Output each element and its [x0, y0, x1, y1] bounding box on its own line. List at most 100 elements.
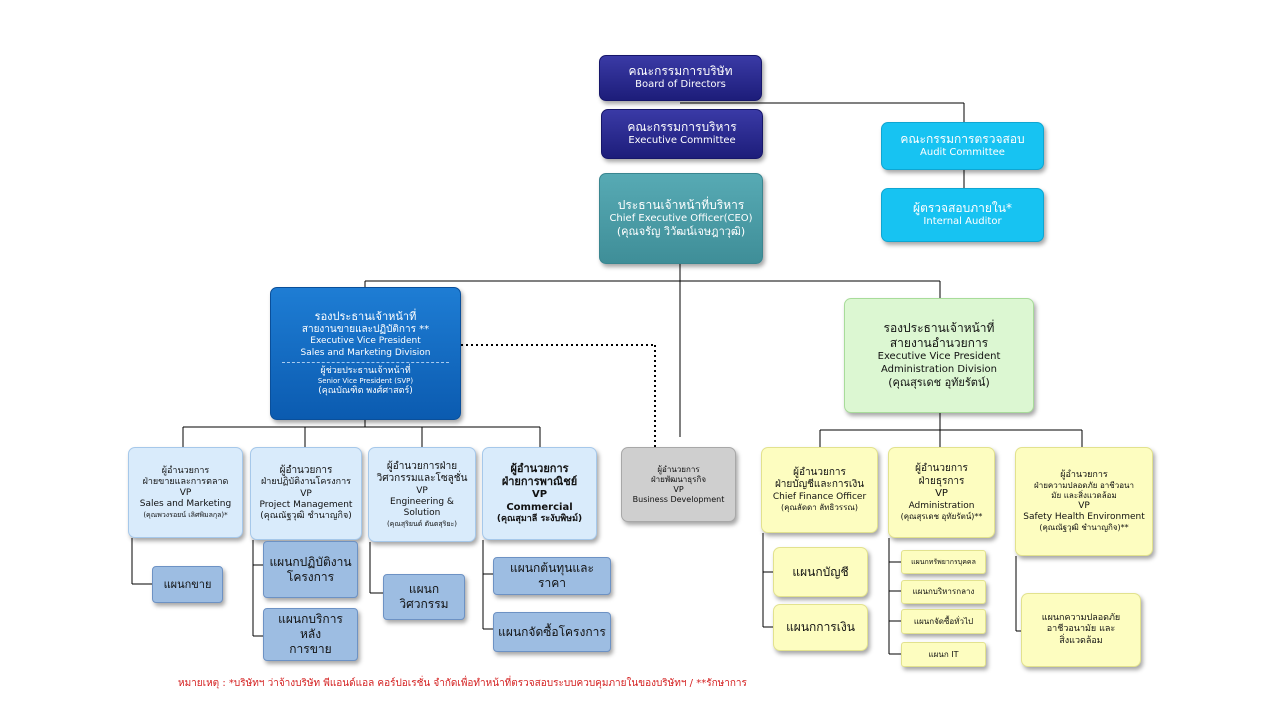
vp-com-th1: ผู้อำนวยการ: [510, 461, 569, 475]
vp-com-vp: VP: [531, 489, 548, 501]
board-of-directors-box: คณะกรรมการบริษัท Board of Directors: [599, 55, 762, 101]
dept-hr-label: แผนกทรัพยากรบุคคล: [911, 557, 976, 566]
dept-sales-box: แผนกขาย: [152, 566, 223, 603]
dept-project-ops-box: แผนกปฏิบัติงาน โครงการ: [263, 541, 358, 598]
dept-sales-label: แผนกขาย: [163, 577, 212, 591]
dept-ops-line1: แผนกปฏิบัติงาน: [269, 554, 352, 569]
vp-administration-box: ผู้อำนวยการ ฝ่ายธุรการ VP Administration…: [888, 447, 995, 538]
dept-she-line3: สิ่งแวดล้อม: [1059, 635, 1103, 646]
vp-fin-th1: ผู้อำนวยการ: [793, 466, 846, 478]
evp-sales-en1: Executive Vice President: [310, 336, 421, 347]
dept-general-purchasing-box: แผนกจัดซื้อทั่วไป: [901, 609, 986, 634]
evp-admin-name: (คุณสุรเดช อุทัยรัตน์): [888, 376, 990, 390]
svp-th: ผู้ช่วยประธานเจ้าหน้าที่: [320, 365, 411, 376]
vp-fin-name: (คุณลัดดา ลัทธิวรรณ): [781, 503, 858, 513]
dept-safety-box: แผนกความปลอดภัย อาชีวอนามัย และ สิ่งแวดล…: [1021, 593, 1141, 667]
dept-fin-label: แผนกการเงิน: [786, 620, 855, 634]
internal-th: ผู้ตรวจสอบภายใน*: [913, 201, 1012, 216]
vp-com-en: Commercial: [506, 501, 573, 513]
vp-pm-th2: ฝ่ายปฏิบัติงานโครงการ: [261, 477, 351, 488]
vp-sales-vp: VP: [179, 488, 192, 499]
board-th: คณะกรรมการบริษัท: [628, 64, 733, 79]
vp-adm-en: Administration: [908, 500, 975, 511]
dept-engineering-box: แผนก วิศวกรรม: [383, 574, 465, 620]
vp-com-th2: ฝ่ายการพาณิชย์: [501, 475, 578, 489]
dept-after-sales-box: แผนกบริการหลัง การขาย: [263, 608, 358, 661]
vp-safety-box: ผู้อำนวยการ ฝ่ายความปลอดภัย อาชีวอนา มัย…: [1015, 447, 1153, 556]
vp-she-name: (คุณณัฐวุฒิ ชำนาญกิจ)**: [1039, 523, 1129, 533]
vp-pm-th1: ผู้อำนวยการ: [279, 464, 333, 476]
dept-proc-label: แผนกจัดซื้อโครงการ: [498, 624, 606, 639]
dept-aftersales-line2: การขาย: [289, 642, 332, 656]
ceo-th: ประธานเจ้าหน้าที่บริหาร: [617, 197, 745, 212]
vp-fin-th2: ฝ่ายบัญชีและการเงิน: [774, 479, 865, 491]
audit-en: Audit Committee: [920, 147, 1005, 159]
vp-eng-th1: ผู้อำนวยการฝ่าย: [386, 460, 458, 472]
dept-it-box: แผนก IT: [901, 642, 986, 667]
vp-adm-th2: ฝ่ายธุรการ: [918, 475, 965, 487]
vp-pm-en: Project Management: [259, 499, 353, 510]
dept-central-label: แผนกบริหารกลาง: [912, 587, 975, 596]
dept-accounting-box: แผนกบัญชี: [773, 547, 868, 597]
dept-central-admin-box: แผนกบริหารกลาง: [901, 580, 986, 604]
vp-eng-th2: วิศวกรรมและโซลูชั่น: [376, 473, 468, 485]
vp-bd-th2: ฝ่ายพัฒนาธุรกิจ: [650, 474, 707, 484]
ceo-en: Chief Executive Officer(CEO): [609, 212, 753, 224]
evp-sales-divider: [282, 361, 449, 363]
vp-pm-name: (คุณณัฐวุฒิ ชำนาญกิจ): [260, 511, 352, 521]
vp-she-th1: ผู้อำนวยการ: [1060, 469, 1108, 480]
vp-she-th3: มัย และสิ่งแวดล้อม: [1051, 490, 1117, 500]
vp-adm-vp: VP: [935, 488, 948, 500]
audit-th: คณะกรรมการตรวจสอบ: [900, 132, 1025, 147]
vp-project-management-box: ผู้อำนวยการ ฝ่ายปฏิบัติงานโครงการ VP Pro…: [250, 447, 362, 540]
vp-sales-en: Sales and Marketing: [139, 499, 232, 510]
evp-admin-th1: รองประธานเจ้าหน้าที่: [883, 321, 995, 336]
evp-admin-th2: สายงานอำนวยการ: [889, 336, 989, 351]
svp-name: (คุณบัณฑิต พงศ์ศาสตร์): [318, 385, 413, 396]
evp-admin-box: รองประธานเจ้าหน้าที่ สายงานอำนวยการ Exec…: [844, 298, 1034, 413]
vp-eng-vp: VP: [416, 485, 428, 496]
footnote: หมายเหตุ : *บริษัทฯ ว่าจ้างบริษัท พีแอนด…: [178, 678, 747, 689]
vp-eng-en1: Engineering &: [390, 497, 454, 507]
internal-auditor-box: ผู้ตรวจสอบภายใน* Internal Auditor: [881, 188, 1044, 242]
evp-sales-en2: Sales and Marketing Division: [300, 347, 431, 358]
dept-cost-pricing-box: แผนกต้นทุนและราคา: [493, 557, 611, 595]
dept-eng-line2: วิศวกรรม: [399, 597, 449, 611]
vp-adm-th1: ผู้อำนวยการ: [915, 463, 968, 475]
vp-finance-box: ผู้อำนวยการ ฝ่ายบัญชีและการเงิน Chief Fi…: [761, 447, 878, 533]
vp-she-th2: ฝ่ายความปลอดภัย อาชีวอนา: [1034, 480, 1134, 490]
vp-com-name: (คุณสุมาลี ระงับพิษม์): [496, 514, 583, 525]
vp-eng-name: (คุณสุริยนต์ ตันตสุริยะ): [386, 519, 458, 528]
audit-committee-box: คณะกรรมการตรวจสอบ Audit Committee: [881, 122, 1044, 170]
ceo-name: (คุณจรัญ วิวัฒน์เจษฎาวุฒิ): [616, 225, 746, 239]
vp-sales-name: (คุณพวงรอยน์ เลิศพิมลกุล)*: [143, 510, 228, 519]
dept-aftersales-line1: แผนกบริการหลัง: [278, 612, 343, 641]
exec-en: Executive Committee: [628, 135, 736, 147]
evp-sales-th1: รองประธานเจ้าหน้าที่: [314, 310, 417, 323]
vp-eng-en2: Solution: [403, 508, 441, 519]
vp-bd-vp: VP: [673, 484, 684, 494]
ceo-box: ประธานเจ้าหน้าที่บริหาร Chief Executive …: [599, 173, 763, 264]
dept-acc-label: แผนกบัญชี: [792, 564, 849, 579]
dept-she-line2: อาชีวอนามัย และ: [1046, 624, 1116, 635]
dept-purch-label: แผนกจัดซื้อทั่วไป: [913, 616, 974, 626]
vp-fin-en: Chief Finance Officer: [772, 491, 867, 502]
internal-en: Internal Auditor: [923, 216, 1002, 228]
evp-admin-en2: Administration Division: [881, 363, 997, 375]
vp-commercial-box: ผู้อำนวยการ ฝ่ายการพาณิชย์ VP Commercial…: [482, 447, 597, 540]
dept-she-line1: แผนกความปลอดภัย: [1041, 613, 1121, 624]
vp-sales-th2: ฝ่ายขายและการตลาด: [142, 476, 229, 487]
dept-ops-line2: โครงการ: [286, 569, 335, 584]
vp-bd-en: Business Development: [632, 494, 725, 504]
vp-she-vp: VP: [1078, 500, 1090, 511]
board-en: Board of Directors: [635, 79, 726, 91]
evp-sales-box: รองประธานเจ้าหน้าที่ สายงานขายและปฏิบัติ…: [270, 287, 461, 420]
svp-en: Senior Vice President (SVP): [317, 377, 414, 385]
dept-hr-box: แผนกทรัพยากรบุคคล: [901, 550, 986, 574]
vp-bd-th1: ผู้อำนวยการ: [657, 464, 700, 474]
vp-sales-box: ผู้อำนวยการ ฝ่ายขายและการตลาด VP Sales a…: [128, 447, 243, 538]
vp-adm-name: (คุณสุรเดช อุทัยรัตน์)**: [900, 511, 983, 521]
vp-business-development-box: ผู้อำนวยการ ฝ่ายพัฒนาธุรกิจ VP Business …: [621, 447, 736, 522]
dept-project-procurement-box: แผนกจัดซื้อโครงการ: [493, 612, 611, 652]
